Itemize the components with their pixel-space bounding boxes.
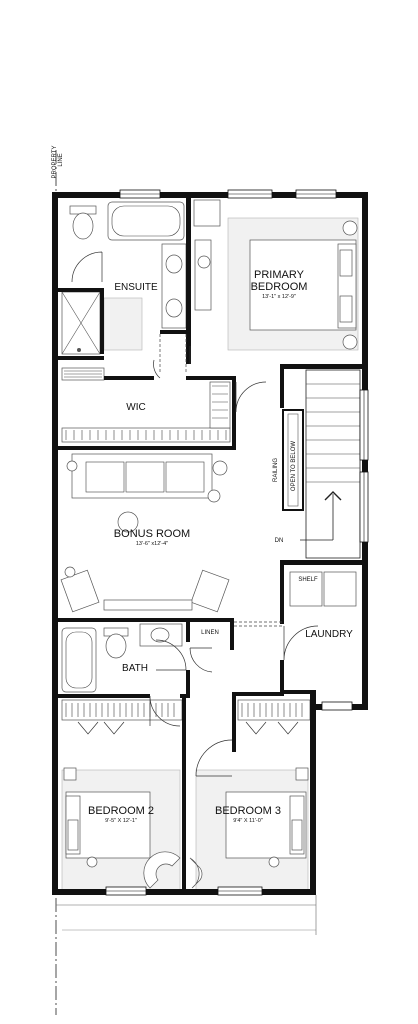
bonus-lamp <box>212 460 228 476</box>
primary-dresser <box>194 239 212 311</box>
ensuite-bathtub-inner <box>111 205 181 237</box>
bedroom2-label: BEDROOM 2 <box>88 805 154 817</box>
property-line-label-1: PROPERTY <box>52 146 58 179</box>
dashed-openings <box>159 334 282 627</box>
laundry-label: LAUNDRY <box>305 629 353 640</box>
bedroom2-furniture <box>61 767 181 891</box>
property-line-label-2: LINE <box>58 153 64 166</box>
bonus-armchair-2 <box>190 569 230 613</box>
pillow-1 <box>339 249 353 277</box>
wic-shelving <box>61 367 231 443</box>
pillow-2 <box>339 295 353 323</box>
primary-bedroom-dims: 13'-1" x 12'-9" <box>262 294 296 300</box>
bonus-media-console <box>103 599 193 611</box>
ensuite-toilet <box>72 212 94 240</box>
ensuite-fixtures <box>61 201 187 355</box>
nightstand-lamp-1 <box>342 220 358 236</box>
bath-sink <box>150 627 170 643</box>
washer <box>289 571 323 607</box>
primary-bedroom-label-2: BEDROOM <box>251 281 308 293</box>
bath-fixtures <box>61 623 183 693</box>
shelf-label: SHELF <box>298 577 318 583</box>
bath-toilet <box>105 633 127 659</box>
open-to-below-label: OPEN TO BELOW <box>291 441 297 491</box>
bedroom3-label: BEDROOM 3 <box>215 805 281 817</box>
primary-side-table <box>197 255 211 269</box>
wic-label: WIC <box>126 402 145 413</box>
shower-drain <box>77 348 81 352</box>
bedroom3-chair <box>189 857 203 889</box>
bonus-coffee-table <box>117 511 139 533</box>
linen-label: LINEN <box>201 630 219 636</box>
bath-label: BATH <box>122 663 148 674</box>
ensuite-label: ENSUITE <box>114 282 158 293</box>
bonus-side-table-1 <box>66 460 78 472</box>
bedroom2-dims: 9'-5" X 12'-1" <box>105 818 137 824</box>
bonus-room-furniture <box>60 453 230 613</box>
ensuite-bath-mat <box>103 297 143 351</box>
walls <box>52 192 368 895</box>
bedroom3-furniture <box>189 767 309 891</box>
ensuite-sink-2 <box>165 298 183 318</box>
bonus-side-table-2 <box>207 489 221 503</box>
railing-label: RAILING <box>273 458 279 482</box>
bonus-sofa <box>71 453 213 499</box>
dn-label: DN <box>275 538 284 544</box>
bedroom2-chair <box>143 851 181 889</box>
bath-bathtub <box>61 627 97 693</box>
primary-bedroom-label-1: PRIMARY <box>254 269 305 281</box>
bedroom3-dims: 9'4" X 11'-0" <box>233 818 262 824</box>
nightstand-lamp-2 <box>342 334 358 350</box>
stairs <box>282 369 361 559</box>
ensuite-sink-1 <box>165 254 183 274</box>
dryer <box>323 571 357 607</box>
primary-armchair <box>193 199 221 227</box>
ensuite-bathtub <box>107 201 185 241</box>
laundry-fixtures <box>289 571 357 607</box>
bonus-room-label: BONUS ROOM <box>114 528 190 540</box>
primary-bedroom-furniture <box>193 199 359 351</box>
bonus-room-dims: 13'-6" x12'-4" <box>136 541 168 547</box>
door-swings <box>71 251 319 777</box>
bonus-armchair-1 <box>60 569 100 613</box>
windows <box>105 189 369 896</box>
